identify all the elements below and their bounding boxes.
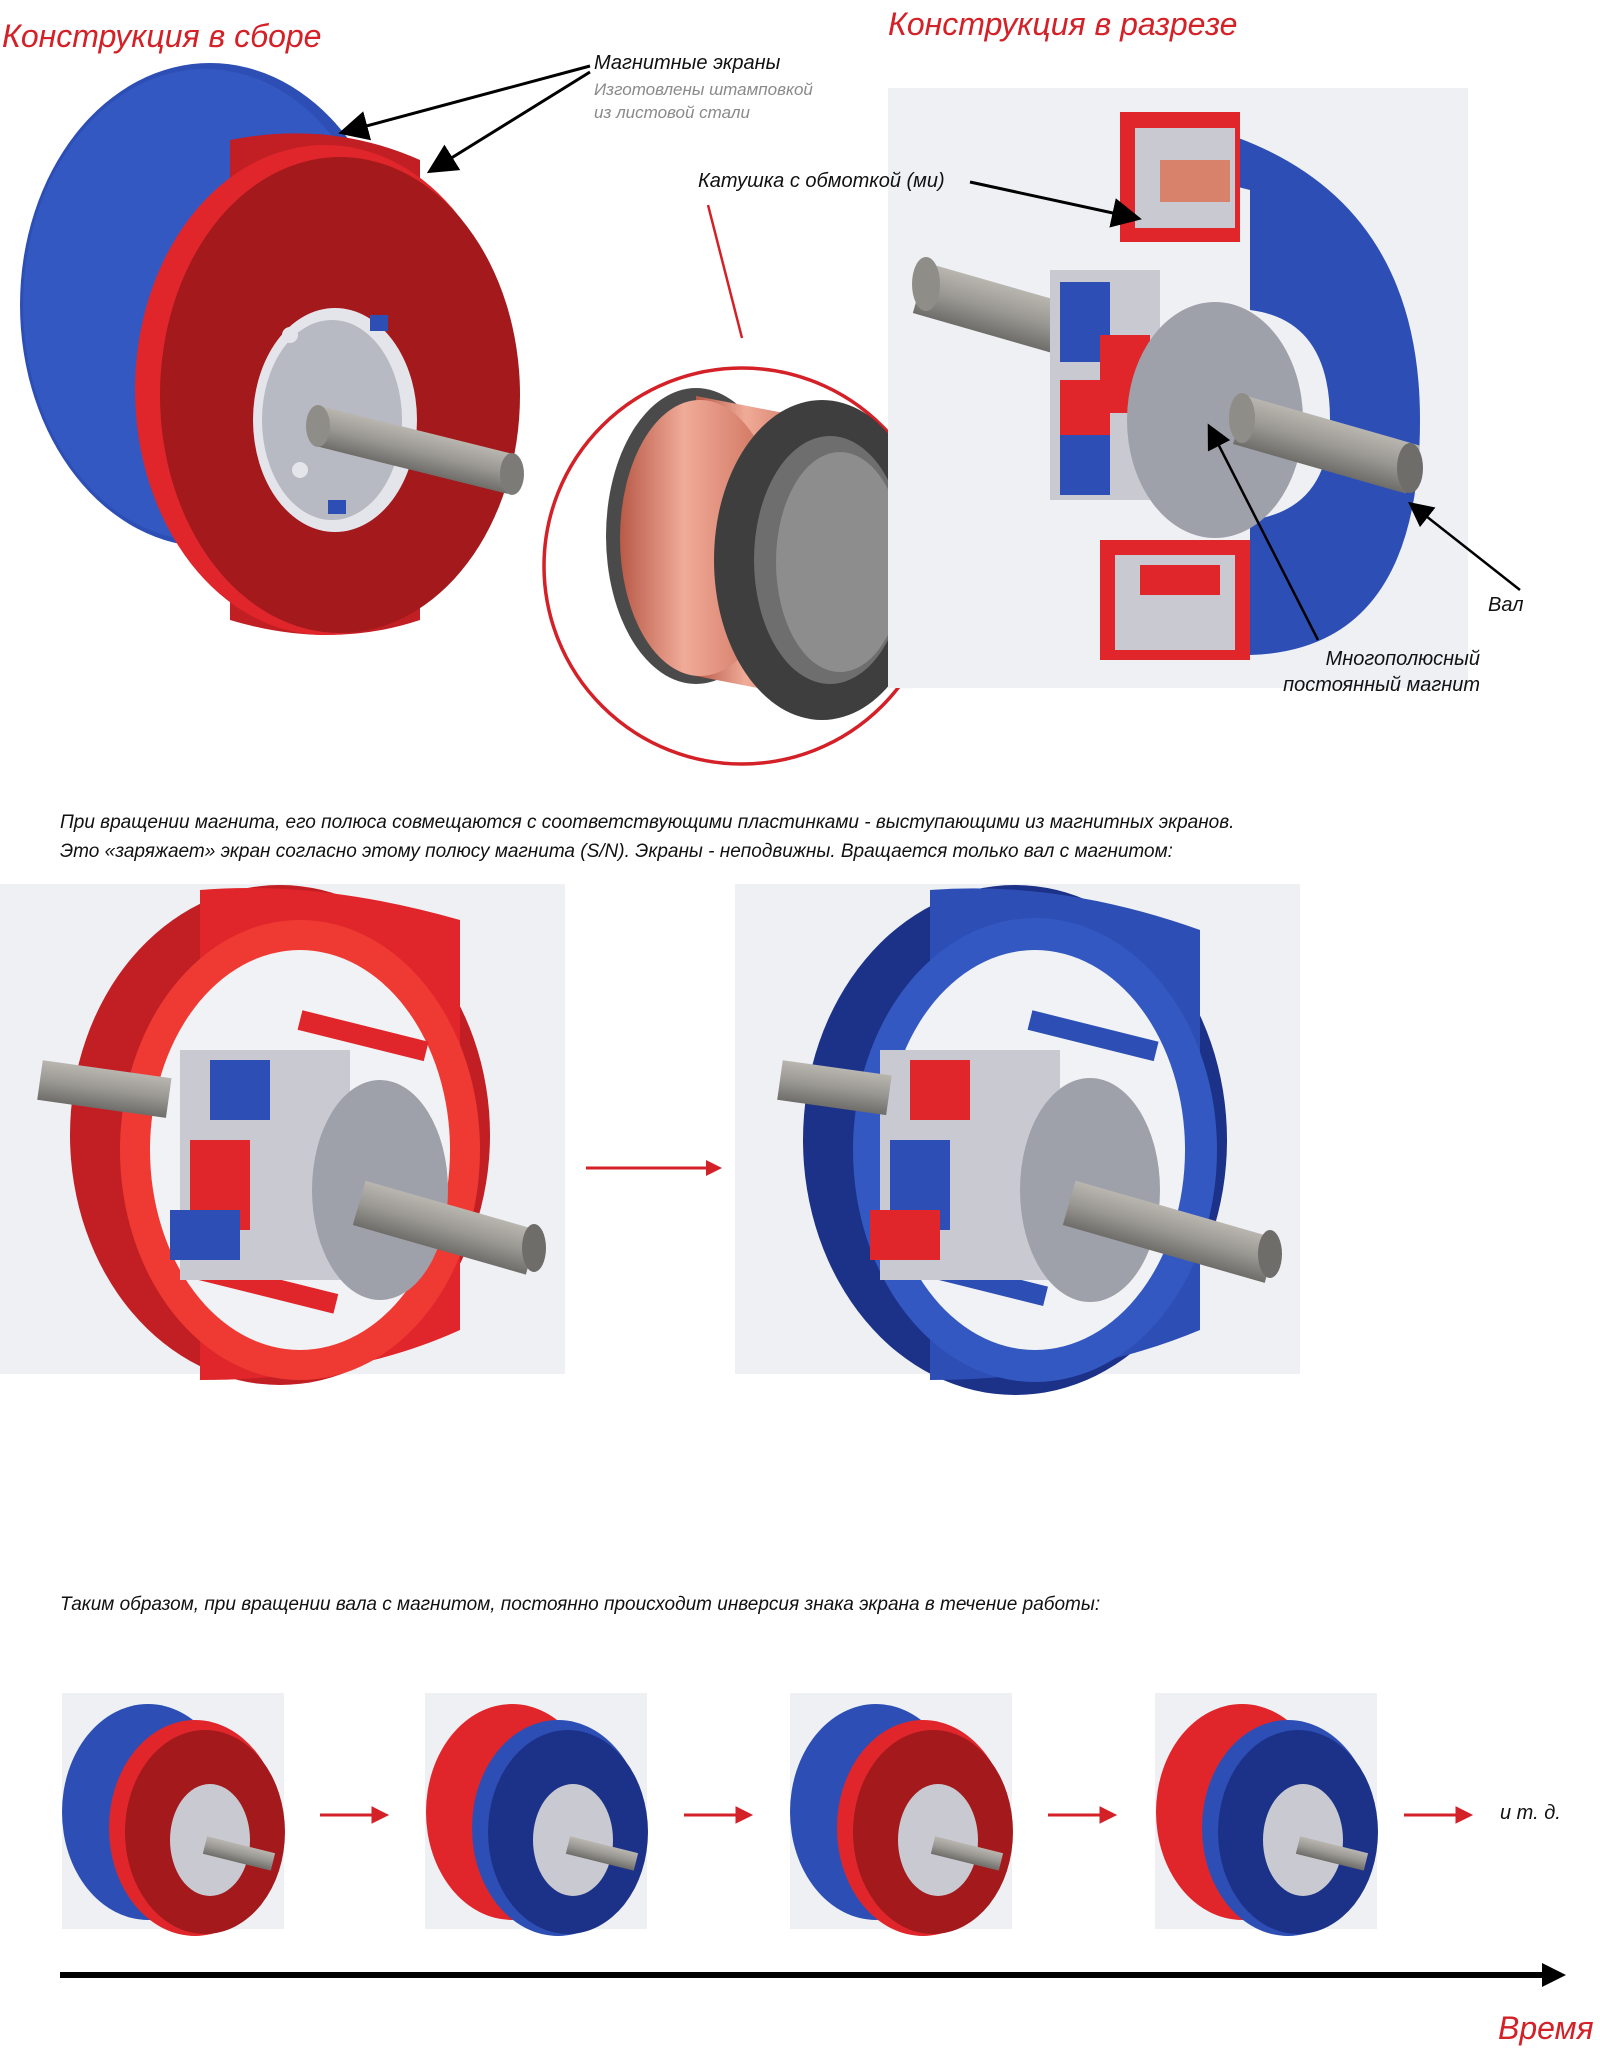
title-section: Конструкция в разрезе — [888, 6, 1238, 42]
assembled-motor-illustration — [20, 63, 524, 636]
sequence-frame-4 — [1155, 1693, 1378, 1936]
label-etc: и т. д. — [1500, 1802, 1561, 1824]
time-axis-arrowhead — [1542, 1963, 1566, 1987]
label-magnet-line2: постоянный магнит — [1283, 674, 1480, 696]
arrow-coil — [969, 180, 1142, 228]
title-assembled: Конструкция в сборе — [2, 18, 322, 54]
paragraph-1-line2: Это «заряжает» экран согласно этому полю… — [60, 841, 1173, 862]
label-screens-sub1: Изготовлены штамповкой — [594, 80, 813, 99]
arrow-screen-red — [426, 70, 591, 174]
label-screens-sub2: из листовой стали — [594, 103, 750, 122]
coil-illustration — [542, 366, 942, 766]
paragraph-1-line1: При вращении магнита, его полюса совмеща… — [60, 812, 1235, 833]
label-time: Время — [1498, 2010, 1594, 2046]
label-magnetic-screens: Магнитные экраны — [594, 52, 781, 74]
arrow-magnet — [1207, 423, 1320, 641]
sequence-frame-2 — [425, 1693, 648, 1936]
rotor-state-red — [0, 884, 565, 1385]
sequence-frame-3 — [790, 1693, 1013, 1936]
arrow-shaft — [1408, 501, 1521, 591]
label-magnet-line1: Многополюсный — [1325, 648, 1480, 670]
paragraph-2: Таким образом, при вращении вала с магни… — [60, 1594, 1101, 1615]
arrow-screen-blue — [338, 64, 591, 141]
coil-callout-line — [706, 204, 744, 339]
sequence-row — [62, 1693, 1474, 1936]
section-view-illustration — [888, 88, 1468, 688]
sequence-arrows — [320, 1806, 1474, 1824]
sequence-frame-1 — [62, 1693, 285, 1936]
label-coil: Катушка с обмоткой (ми) — [698, 170, 945, 192]
label-shaft: Вал — [1488, 594, 1524, 616]
rotor-state-blue — [735, 884, 1300, 1395]
